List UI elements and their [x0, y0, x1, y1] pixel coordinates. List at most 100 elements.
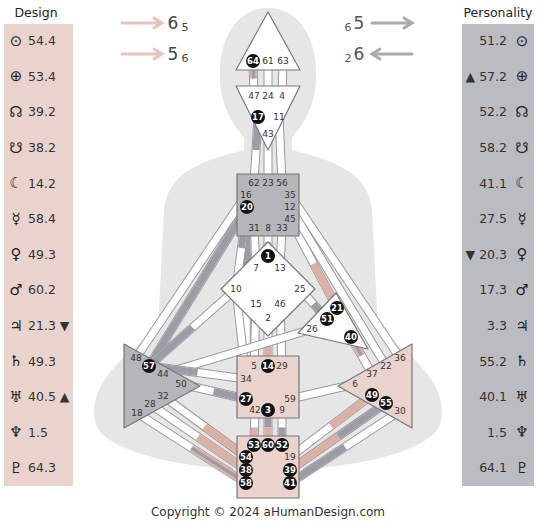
planet-cell: 17.3: [479, 283, 507, 297]
energy-center: 1713102515462: [221, 242, 315, 336]
planet-cell: ▲ 57.2: [466, 70, 507, 84]
arrow: [372, 18, 412, 28]
energy-center: 622356163520124531833: [237, 174, 299, 236]
gate-number: 14: [261, 359, 275, 373]
planet-cell: 40.1: [479, 390, 507, 404]
planet-cell: 55.2: [479, 355, 507, 369]
planet-cell: 64.1: [479, 461, 507, 475]
gate-number: 41: [283, 476, 297, 490]
profile-number: 5: [354, 14, 365, 33]
planet-cell: 58.2: [479, 141, 507, 155]
energy-center: 514293427594239: [237, 356, 299, 418]
profile-number: 6: [354, 45, 365, 64]
planet-cell: ♆: [9, 424, 22, 441]
gate-number: 8: [265, 223, 271, 234]
gate-number: 7: [253, 263, 259, 274]
center-outline: [237, 436, 299, 498]
gate-number: 26: [306, 324, 317, 335]
planet-cell: ☊: [515, 104, 528, 121]
planet-cell: 49.3: [28, 355, 56, 369]
planet-cell: ♃: [515, 318, 528, 335]
gate-number: 30: [394, 406, 405, 417]
channel: [150, 404, 246, 470]
gate-number: 52: [275, 438, 289, 452]
gate-number: 20: [240, 200, 254, 214]
center-outline: [237, 356, 299, 418]
gate-number: 36: [394, 353, 405, 364]
arrow: [122, 18, 162, 28]
gate-number: 59: [284, 394, 295, 405]
channel-outline: [149, 207, 247, 366]
channel: [290, 411, 400, 483]
gate-number: 13: [274, 263, 285, 274]
channel-outline: [137, 413, 246, 483]
planet-cell: ♀: [11, 246, 22, 263]
gate-number: 38: [239, 463, 253, 477]
planet-cell: ☋: [9, 140, 22, 157]
planet-cell: 40.5 ▲: [28, 390, 69, 404]
profile-number: 2: [345, 53, 352, 65]
gate-number: 18: [131, 408, 142, 419]
energy-center: 47244171143: [236, 86, 300, 150]
planet-cell: 60.2: [28, 283, 56, 297]
planet-cell: ♀: [517, 246, 528, 263]
gate-number: 34: [240, 374, 251, 385]
gate-number: 21: [330, 301, 344, 315]
planet-cell: 49.3: [28, 248, 56, 262]
gate-number: 56: [276, 178, 287, 189]
profile-number: 6: [182, 53, 189, 65]
gate-number: 12: [284, 202, 295, 213]
gate-number: 24: [262, 91, 273, 102]
profile-number: 6: [345, 22, 352, 34]
planet-cell: ⊙: [516, 33, 529, 50]
center-outline: [236, 86, 300, 150]
gate-number: 3: [261, 403, 275, 417]
channel-core: [137, 413, 246, 483]
planet-cell: ♅: [9, 389, 22, 406]
planet-cell: ♆: [515, 424, 528, 441]
planet-cell: 64.3: [28, 461, 56, 475]
planet-cell: 51.2: [479, 34, 507, 48]
gate-number: 35: [284, 190, 295, 201]
gate-number: 9: [279, 405, 285, 416]
gate-number: 63: [277, 56, 288, 67]
gate-number: 51: [320, 312, 334, 326]
planet-cell: 53.4: [28, 70, 56, 84]
energy-center: 646163: [236, 12, 300, 70]
channel-core: [290, 195, 400, 358]
gate-number: 49: [365, 388, 379, 402]
gate-number: 25: [294, 284, 305, 295]
gate-number: 19: [284, 452, 295, 463]
planet-cell: ♅: [515, 389, 528, 406]
silhouette: [94, 8, 442, 470]
gate-number: 40: [344, 330, 358, 344]
planet-cell: 38.2: [28, 141, 56, 155]
planet-cell: ♄: [9, 353, 22, 370]
planet-cell: 52.2: [479, 105, 507, 119]
center-outline: [236, 12, 300, 70]
planet-cell: ☊: [9, 104, 22, 121]
center-outline: [221, 242, 315, 336]
profile-number: 5: [168, 45, 179, 64]
channel: [290, 195, 400, 358]
profile-number: 6: [168, 14, 179, 33]
planet-cell: 21.3 ▼: [28, 319, 69, 333]
gate-number: 46: [274, 299, 285, 310]
gate-number: 23: [262, 178, 273, 189]
planet-cell: ⊕: [10, 68, 23, 85]
planet-cell: ☋: [515, 140, 528, 157]
gate-number: 10: [230, 284, 241, 295]
planet-cell: ☿: [11, 211, 20, 228]
channel-outline: [290, 207, 386, 366]
gate-number: 54: [239, 450, 253, 464]
gate-number: 42: [249, 405, 260, 416]
channel-outline: [290, 403, 386, 470]
copyright-caption: Copyright © 2024 aHumanDesign.com: [151, 506, 385, 519]
gate-number: 44: [157, 369, 168, 380]
center-outline: [237, 174, 299, 236]
energy-center: 3622376495530: [338, 344, 412, 428]
gate-number: 2: [265, 313, 271, 324]
gate-number: 60: [261, 438, 275, 452]
gate-number: 61: [262, 56, 273, 67]
gate-number: 31: [248, 223, 259, 234]
